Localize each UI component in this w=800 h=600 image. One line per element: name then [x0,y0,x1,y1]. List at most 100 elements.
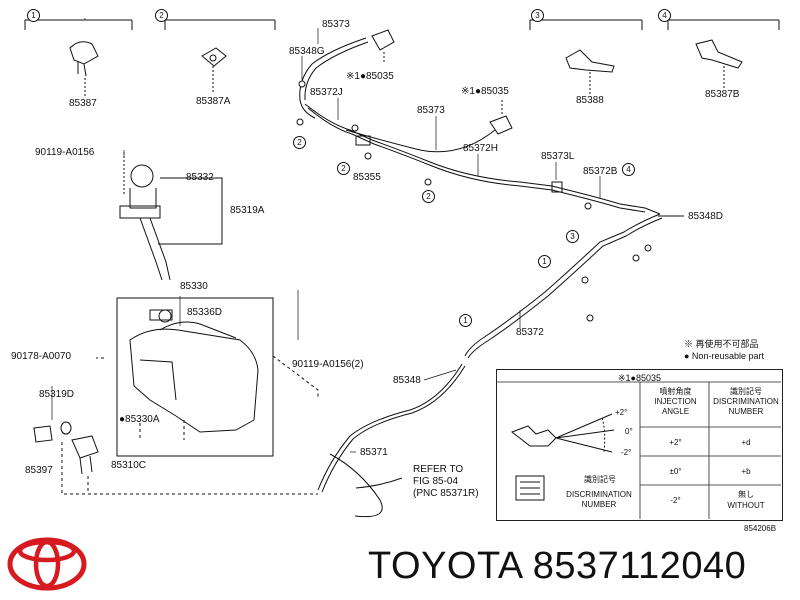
part-85372j: 85372J [310,87,343,98]
route-marker-2b: 2 [337,162,350,175]
part-85330: 85330 [180,281,208,292]
sensor-85397 [33,425,53,443]
disc-callout-en2: NUMBER [581,500,617,509]
part-90178-a0070: 90178-A0070 [11,351,72,362]
clip-85387-drawing [69,41,99,96]
clip-85387b-drawing [695,39,743,88]
clip-85387a-drawing [201,47,227,94]
part-85373-top: 85373 [322,19,350,30]
part-number: 8537112040 [532,545,747,587]
route-marker-1b: 1 [459,314,472,327]
hose-85372j [304,103,553,191]
pump-85310c-drawing [71,435,99,475]
callout-num-3: 3 [531,9,544,22]
part-85348g: 85348G [289,46,325,57]
hose-clip-markers [296,80,652,322]
part-85387a: 85387A [196,96,231,107]
refer-bracket [355,477,403,489]
part-85387: 85387 [69,98,97,109]
route-marker-4: 4 [622,163,635,176]
part-85319a: 85319A [230,205,265,216]
part-85348: 85348 [393,375,421,386]
connector-85355 [355,135,371,146]
part-85388: 85388 [576,95,604,106]
table-row1-angle: +2° [669,438,682,447]
angle-mark-plus2: +2° [615,408,628,417]
callout-bracket-1 [24,19,133,30]
refer-line-3: (PNC 85371R) [413,488,479,499]
table-row1-disc: +d [741,438,751,447]
hose-85372-lower [464,213,663,359]
toyota-logo [7,537,87,591]
route-marker-2c: 2 [422,190,435,203]
injection-angle-table: ※1●85035 噴射角度 INJECTION ANGLE 識別記号 DISCR… [496,369,783,521]
route-marker-3: 3 [566,230,579,243]
part-85372: 85372 [516,327,544,338]
part-85319d: 85319D [39,389,75,400]
callout-num-2: 2 [155,9,168,22]
table-header-angle-jp: 噴射角度 [659,387,692,396]
hose-85371 [317,363,466,518]
callout-bracket-2 [164,19,276,30]
legend-item-non-reusable-en: ● Non-reusable part [684,351,764,361]
disc-callout-en1: DISCRIMINATION [566,490,632,499]
table-title: ※1●85035 [617,373,661,383]
callout-bracket-4 [667,19,780,30]
part-85330a: ●85330A [119,414,160,425]
inlet-85319a [119,152,171,281]
angle-mark-minus2: -2° [621,448,632,457]
brand-part-number: TOYOTA 8537112040 [368,545,746,588]
leader-lines [51,18,601,453]
part-85371: 85371 [360,447,388,458]
part-90119-a0156-2: 90119-A0156(2) [292,359,364,370]
tank-box-85330 [116,297,274,457]
part-85373l: 85373L [541,151,575,162]
refer-line-1: REFER TO [413,464,464,475]
refer-line-2: FIG 85-04 [413,476,459,487]
part-85387b: 85387B [705,89,740,100]
table-row3-disc-en: WITHOUT [727,501,765,510]
route-marker-1a: 1 [538,255,551,268]
table-row2-disc: +b [741,467,751,476]
table-row2-angle: ±0° [669,467,682,476]
disc-callout-jp: 識別記号 [584,475,616,484]
table-row3-angle: -2° [670,496,681,505]
legend-item-non-reusable-jp: ※ 再使用不可部品 [684,339,759,349]
grommet-85319d [60,421,72,435]
part-85397: 85397 [25,465,53,476]
hose-85372b [551,181,661,215]
part-85348d: 85348D [688,211,724,222]
callout-num-1: 1 [27,9,40,22]
nozzle-85035-lower [489,100,513,135]
table-header-angle-en2: ANGLE [661,407,690,416]
table-row3-disc-jp: 無し [738,490,754,499]
brand-name: TOYOTA [368,545,522,587]
part-85035-b: ※1●85035 [461,86,509,97]
nozzle-85035-upper [371,29,395,64]
clip-85388-drawing [565,49,615,94]
figure-code: 854206B [744,524,777,533]
part-85355: 85355 [353,172,381,183]
part-85372h: 85372H [463,143,499,154]
part-85310c: 85310C [111,460,147,471]
bracket-85319a [158,177,223,245]
part-85035-a: ※1●85035 [346,71,394,82]
dashed-lead-lines [61,355,319,495]
tank-85330-drawing [129,309,259,433]
table-header-disc-jp: 識別記号 [730,387,762,396]
injection-angle-drawing [510,413,615,501]
callout-bracket-3 [529,19,643,30]
route-marker-2a: 2 [293,136,306,149]
table-grid [496,381,781,519]
angle-mark-zero: 0° [625,427,633,436]
table-header-disc-en1: DISCRIMINATION [713,397,779,406]
table-header-angle-en1: INJECTION [654,397,697,406]
table-header-disc-en2: NUMBER [728,407,764,416]
part-85332: 85332 [186,172,214,183]
part-85372b: 85372B [583,166,618,177]
part-85336d: 85336D [187,307,223,318]
part-85373-mid: 85373 [417,105,445,116]
callout-num-4: 4 [658,9,671,22]
part-90119-a0156: 90119-A0156 [35,147,95,158]
